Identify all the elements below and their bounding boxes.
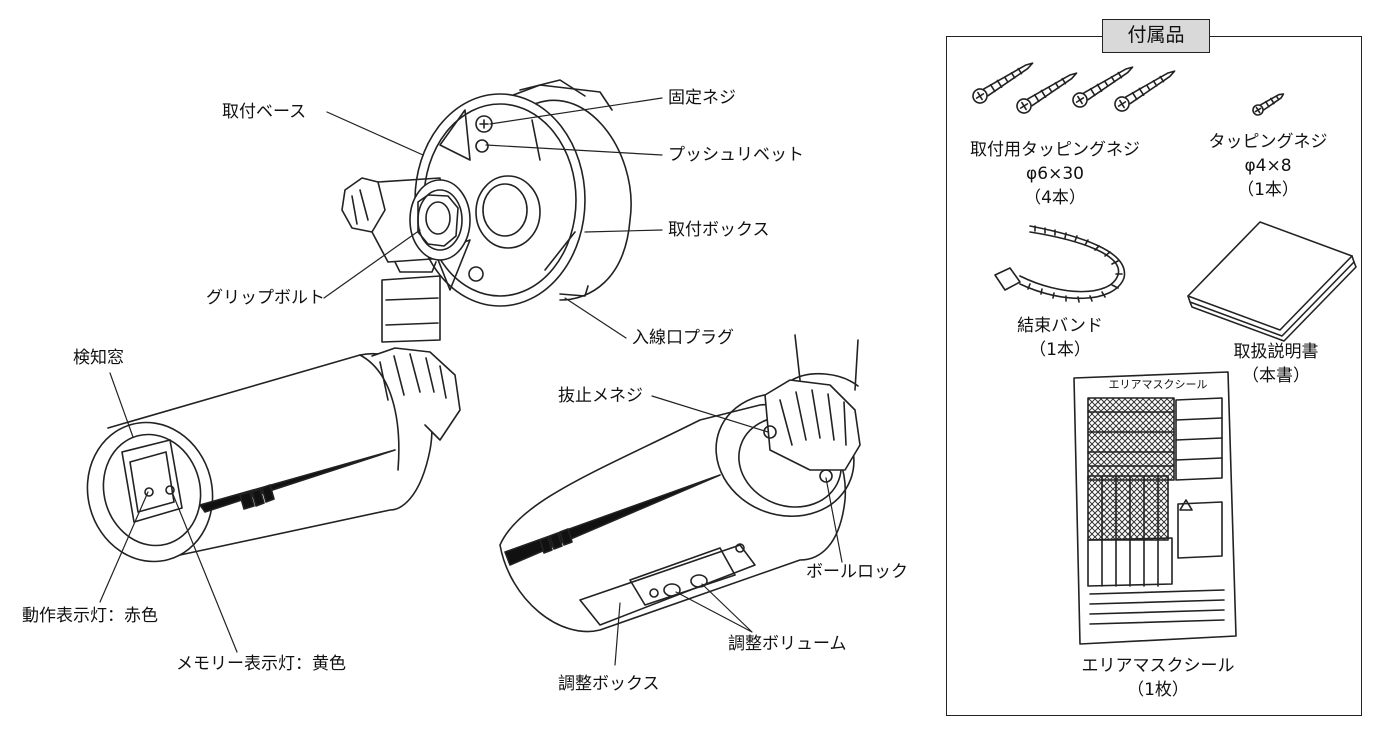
tapping-screw-drawing xyxy=(1252,93,1285,116)
sensor-body-front-drawing xyxy=(86,347,461,563)
label-fixing-screw: 固定ネジ xyxy=(668,88,736,108)
manual-drawing xyxy=(1187,221,1357,342)
accessory-cable-tie-label: 結束バンド （1本） xyxy=(1017,316,1103,360)
label-operation-lamp: 動作表示灯：赤色 xyxy=(22,606,158,626)
label-ball-lock: ボールロック xyxy=(806,562,908,582)
mounting-screws-drawing xyxy=(972,62,1176,114)
accessory-manual-label: 取扱説明書 （本書） xyxy=(1233,342,1319,386)
label-grip-bolt: グリップボルト xyxy=(206,288,325,308)
leader-lines xyxy=(99,97,843,666)
cable-tie-drawing xyxy=(994,225,1126,303)
accessory-tapping-screw-label: タッピングネジ φ4×8 （1本） xyxy=(1208,132,1328,200)
accessories-title: 付属品 xyxy=(1102,19,1210,53)
label-adjust-box: 調整ボックス xyxy=(558,674,660,694)
sensor-body-bottom-drawing xyxy=(499,334,861,633)
area-mask-seal-drawing xyxy=(1073,371,1237,645)
accessory-area-mask-seal-label: エリアマスクシール （1枚） xyxy=(1081,656,1235,700)
accessory-mount-screws-label: 取付用タッピングネジ φ6×30 （4本） xyxy=(970,140,1140,208)
grip-bolt-drawing xyxy=(341,177,471,343)
label-push-rivet: プッシュリベット xyxy=(668,145,804,165)
label-detection-window: 検知窓 xyxy=(73,348,124,368)
label-memory-lamp: メモリー表示灯：黄色 xyxy=(176,654,346,674)
label-mount-box: 取付ボックス xyxy=(668,220,770,240)
label-adjust-volume: 調整ボリューム xyxy=(728,634,847,654)
label-mount-base: 取付ベース xyxy=(222,102,307,122)
label-cable-plug: 入線口プラグ xyxy=(632,328,734,348)
area-mask-seal-heading: エリアマスクシール xyxy=(1108,378,1208,391)
label-retaining-screw: 抜止メネジ xyxy=(558,386,643,406)
